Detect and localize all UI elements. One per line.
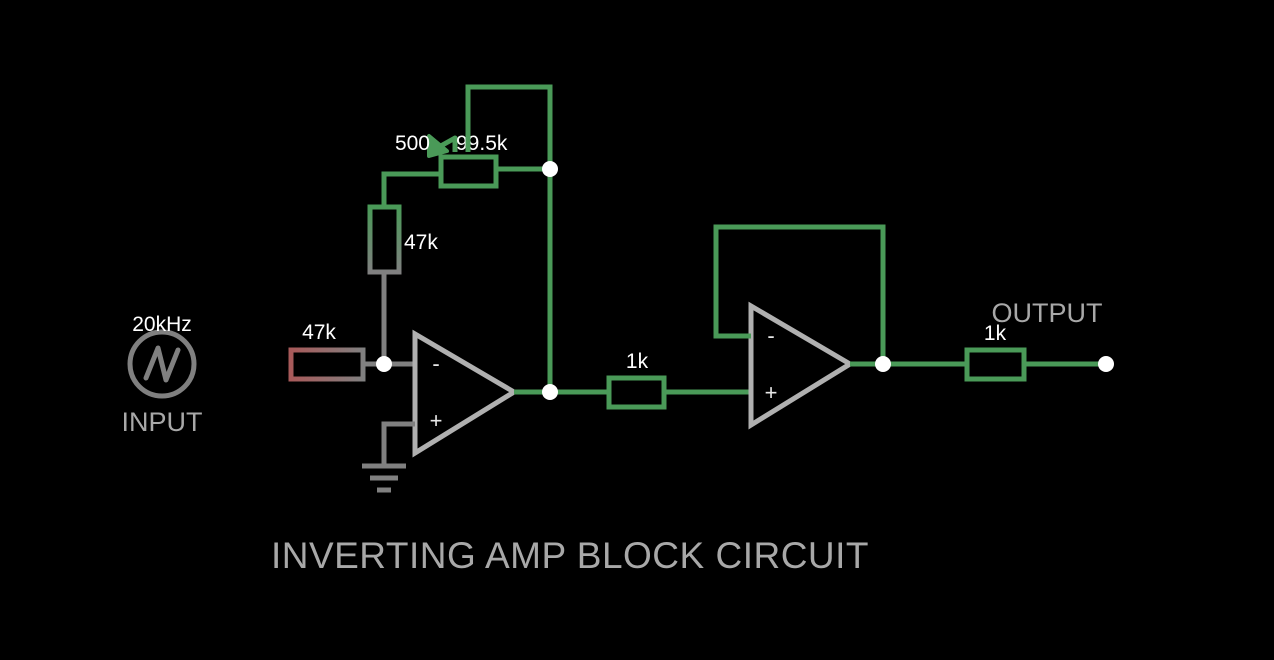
resistor-body[interactable]: [288, 347, 366, 382]
ground-symbol: [362, 463, 406, 493]
op-amp2-plus-label: +: [765, 380, 778, 405]
wire-vres-to-potentiometer: [381, 171, 441, 207]
resistor-output-label: 1k: [984, 322, 1007, 345]
node-opamp2-output[interactable]: [875, 356, 891, 372]
node-pot-right[interactable]: [542, 161, 558, 177]
node-opamp1-output[interactable]: [542, 384, 558, 400]
op-amp2-minus-label: -: [767, 323, 774, 348]
op-amp-triangle[interactable]: [748, 301, 855, 430]
op-amp1-plus-label: +: [430, 408, 443, 433]
resistor-interstage-1k[interactable]: 1k: [606, 350, 667, 410]
resistor-input-47k[interactable]: 47k: [288, 321, 366, 382]
resistor-output-1k[interactable]: 1k: [964, 322, 1027, 382]
wire-buffer-feedback-loop: [713, 224, 886, 364]
potentiometer-wiper-label: 500: [395, 132, 430, 155]
potentiometer-value-label: 99.5k: [456, 132, 508, 155]
input-source-group[interactable]: 20kHz INPUT: [122, 313, 203, 437]
resistor-feedback-label: 47k: [404, 231, 438, 254]
wiper-arrowhead-icon: [427, 134, 449, 158]
wire-wiper-loop: [465, 84, 553, 169]
output-terminal-label: OUTPUT: [992, 298, 1103, 328]
source-frequency-label: 20kHz: [132, 313, 192, 336]
resistor-interstage-label: 1k: [626, 350, 649, 373]
op-amp-triangle[interactable]: [412, 329, 519, 458]
resistor-body[interactable]: [367, 204, 402, 275]
resistor-input-label: 47k: [302, 321, 336, 344]
node-output-terminal[interactable]: [1098, 356, 1114, 372]
resistor-body[interactable]: [964, 347, 1027, 382]
node-inverting-input[interactable]: [376, 356, 392, 372]
op-amp1-minus-label: -: [432, 351, 439, 376]
op-amp-stage-2[interactable]: - +: [748, 301, 855, 430]
potentiometer-body[interactable]: [438, 154, 499, 189]
input-terminal-label: INPUT: [122, 407, 203, 437]
potentiometer-99k5[interactable]: 500 99.5k: [395, 132, 508, 189]
page-title: INVERTING AMP BLOCK CIRCUIT: [271, 535, 869, 576]
resistor-body[interactable]: [606, 375, 667, 410]
wire-opamp1-plus-to-ground: [381, 421, 415, 466]
op-amp-stage-1[interactable]: - +: [412, 329, 519, 458]
resistor-feedback-47k[interactable]: 47k: [367, 204, 438, 275]
ac-waveform-icon: [143, 345, 181, 383]
